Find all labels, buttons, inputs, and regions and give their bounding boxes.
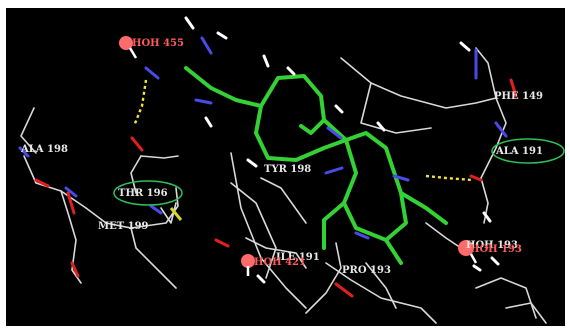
ala-191-highlight: [491, 138, 565, 164]
label-tyr-198: TYR 198: [264, 164, 311, 175]
hydrogens: [184, 16, 500, 284]
label-phe-149: PHE 149: [494, 91, 543, 102]
label-ile-191: ILE 191: [276, 252, 320, 263]
heteroatoms: [18, 36, 518, 298]
thr-196-highlight: [113, 180, 183, 206]
label-hoh-421: HOH 421: [254, 257, 306, 268]
molecular-viewer[interactable]: HOH 455 PHE 149 ALA 198 ALA 191 TYR 198 …: [6, 8, 565, 326]
label-pro-193: PRO 193: [342, 265, 391, 276]
label-met-199: MET 199: [98, 221, 149, 232]
molecule-scene: HOH 455 PHE 149 ALA 198 ALA 191 TYR 198 …: [18, 16, 565, 324]
label-thr-196: THR 196: [118, 188, 168, 199]
label-hoh-455: HOH 455: [132, 38, 184, 49]
label-ala-191: ALA 191: [495, 146, 543, 157]
label-hoh-right-overlay: HOH 193: [470, 244, 522, 255]
hydrogen-bonds: [132, 79, 473, 182]
ligand: [184, 66, 448, 265]
sulfur-bond: [169, 207, 183, 221]
protein-backbone: [20, 47, 547, 324]
label-hoh-right: HOH 193: [466, 240, 518, 251]
label-ala-198: ALA 198: [20, 144, 68, 155]
water-molecule-icon: [119, 36, 478, 276]
